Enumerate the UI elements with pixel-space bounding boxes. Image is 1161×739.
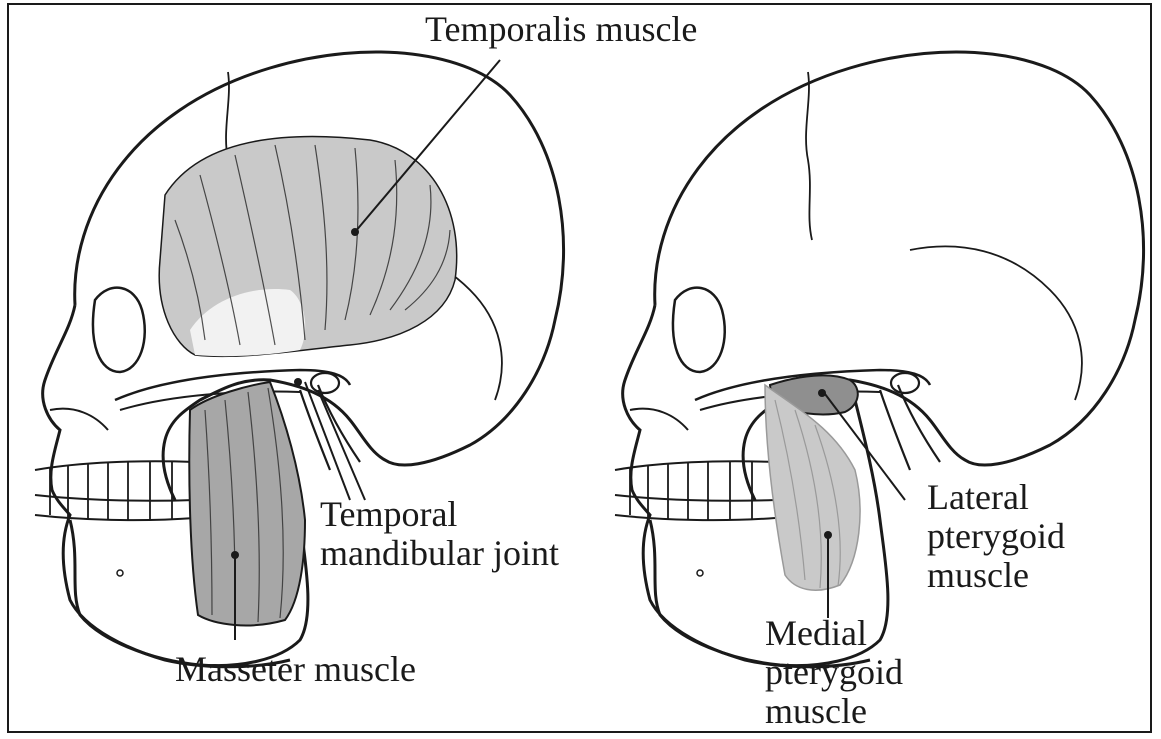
left-skull [35,52,564,667]
tmj-label: Temporal mandibular joint [320,495,559,573]
masseter-label: Masseter muscle [175,650,416,689]
masseter-muscle [189,382,305,625]
medial-pterygoid-label: Medial pterygoid muscle [765,614,903,731]
temporalis-label: Temporalis muscle [425,10,697,49]
lateral-pterygoid-label: Lateral pterygoid muscle [927,478,1065,595]
